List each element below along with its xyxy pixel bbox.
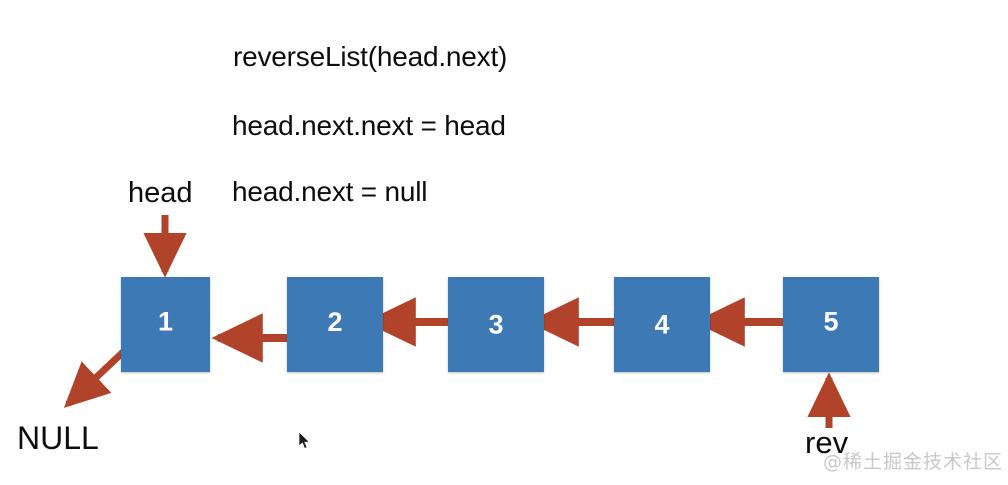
list-node-5[interactable]: 5 — [783, 277, 879, 372]
code-line-head-next-null: head.next = null — [232, 176, 428, 207]
mouse-cursor-icon — [298, 432, 311, 449]
code-line-reverse-list: reverseList(head.next) — [233, 41, 508, 72]
list-node-value: 1 — [157, 305, 174, 336]
list-node-3[interactable]: 3 — [448, 277, 544, 372]
list-node-2[interactable]: 2 — [287, 277, 383, 372]
watermark-text: @稀土掘金技术社区 — [823, 451, 1004, 473]
code-line-head-next-next: head.next.next = head — [232, 110, 506, 141]
list-node-4[interactable]: 4 — [614, 277, 710, 372]
list-node-1[interactable]: 1 — [121, 277, 210, 372]
null-label: NULL — [17, 420, 99, 456]
head-pointer-label: head — [128, 177, 193, 209]
list-node-value: 2 — [327, 306, 343, 337]
rev-pointer-label: rev — [805, 425, 849, 460]
list-node-value: 4 — [654, 309, 670, 339]
list-node-value: 3 — [488, 309, 504, 339]
list-node-value: 5 — [823, 305, 839, 336]
